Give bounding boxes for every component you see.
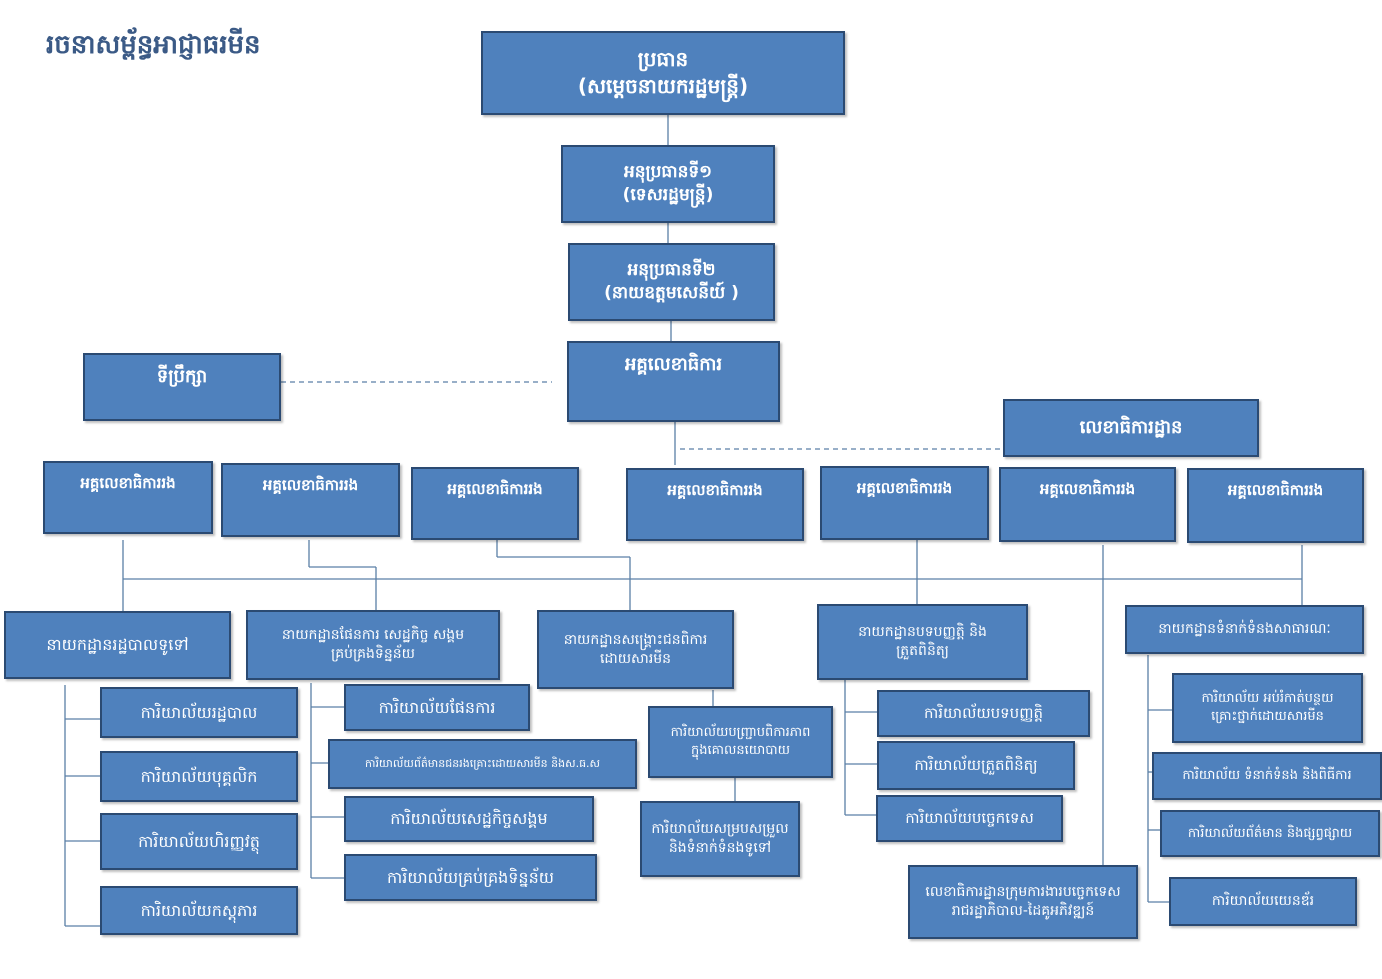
department-label-line1: នាយកដ្ឋានបទបញ្ញត្តិ និង bbox=[858, 624, 987, 641]
vice-president-1-box: អនុប្រធានទី១ (ទេសរដ្ឋមន្ត្រី) bbox=[561, 145, 775, 223]
vp2-name: (នាយឧត្តមសេនីយ៍ ) bbox=[604, 283, 739, 303]
deputy-secretary-box: អគ្គលេខាធិការរង bbox=[221, 463, 400, 537]
deputy-secretary-box: អគ្គលេខាធិការរង bbox=[411, 467, 579, 540]
office-label: ការិយាល័យបុគ្គលិក bbox=[140, 766, 258, 786]
permanent-secretariat-label: លេខាធិការដ្ឋាន bbox=[1079, 416, 1183, 438]
office-label: ការិយាល័យព័ត៌មាន និងផ្សព្វផ្សាយ bbox=[1187, 825, 1353, 841]
department-public-relations: នាយកដ្ឋានទំនាក់ទំនងសាធារណៈ bbox=[1125, 605, 1364, 654]
deputy-secretary-box: អគ្គលេខាធិការរង bbox=[626, 468, 804, 541]
advisor-label: ទីប្រឹក្សា bbox=[156, 366, 208, 387]
permanent-secretariat-box: លេខាធិការដ្ឋាន bbox=[1003, 399, 1259, 457]
office-personnel: ការិយាល័យបុគ្គលិក bbox=[100, 751, 298, 802]
office-logistics: ការិយាល័យកស្ដុភារ bbox=[100, 886, 298, 935]
deputy-secretary-label: អគ្គលេខាធិការរង bbox=[80, 474, 176, 492]
deputy-secretary-label: អគ្គលេខាធិការរង bbox=[667, 481, 763, 499]
office-regulation: ការិយាល័យបទបញ្ញត្តិ bbox=[877, 690, 1090, 737]
deputy-secretary-label: អគ្គលេខាធិការរង bbox=[1227, 481, 1324, 499]
office-label: ការិយាល័យបទបញ្ញត្តិ bbox=[923, 704, 1044, 723]
office-coordination: ការិយាល័យសម្របសម្រួល និងទំនាក់ទំនងទូទៅ bbox=[640, 801, 800, 877]
president-title: ប្រធាន bbox=[637, 47, 689, 71]
office-socio-economic: ការិយាល័យសេដ្ឋកិច្ចសង្គម bbox=[344, 796, 594, 842]
office-label: ការិយាល័យត្រួតពិនិត្យ bbox=[914, 756, 1038, 775]
office-victim-information: ការិយាល័យព័ត៌មានជនរងគ្រោះដោយសារមីន និងស.… bbox=[328, 739, 637, 789]
office-label: ការិយាល័យរដ្ឋបាល bbox=[140, 702, 258, 722]
office-label-line1: ការិយាល័យបញ្រ្ជាបពិការភាព bbox=[670, 725, 811, 741]
department-label-line2: គ្រប់គ្រងទិន្នន័យ bbox=[331, 646, 415, 662]
deputy-secretary-box: អគ្គលេខាធិការរង bbox=[820, 466, 989, 540]
vice-president-2-box: អនុប្រធានទី២ (នាយឧត្តមសេនីយ៍ ) bbox=[568, 243, 775, 321]
department-label-line1: នាយកដ្ឋានផែនការ សេដ្ឋកិច្ច សង្គម bbox=[281, 627, 465, 644]
vp1-name: (ទេសរដ្ឋមន្ត្រី) bbox=[622, 185, 714, 205]
president-name: (សម្តេចនាយករដ្ឋមន្ត្រី) bbox=[577, 74, 749, 98]
advisor-box: ទីប្រឹក្សា bbox=[83, 353, 281, 421]
office-label: ការិយាល័យសេដ្ឋកិច្ចសង្គម bbox=[390, 809, 548, 829]
office-label: ការិយាល័យបច្ចេកទេស bbox=[905, 809, 1034, 828]
office-disability-mainstreaming: ការិយាល័យបញ្រ្ជាបពិការភាព ក្នុងគោលនយោបាយ bbox=[648, 706, 833, 778]
vp2-title: អនុប្រធានទី២ bbox=[627, 260, 716, 281]
office-administration: ការិយាល័យរដ្ឋបាល bbox=[100, 687, 298, 738]
deputy-secretary-label: អគ្គលេខាធិការរង bbox=[1039, 480, 1136, 498]
vp1-title: អនុប្រធានទី១ bbox=[623, 162, 713, 183]
office-mine-risk-education: ការិយាល័យ អប់រំកាត់បន្ថយ គ្រោះថ្នាក់ដោយស… bbox=[1172, 673, 1363, 743]
technical-working-group-secretariat: លេខាធិការដ្ឋានក្រុមការងារបច្ចេកទេស រាជរដ… bbox=[908, 865, 1138, 939]
department-victim-assistance: នាយកដ្ឋានសង្គ្រោះជនពិការ ដោយសារមីន bbox=[537, 610, 734, 689]
office-label-line2: គ្រោះថ្នាក់ដោយសារមីន bbox=[1211, 709, 1324, 724]
department-label-line1: នាយកដ្ឋានសង្គ្រោះជនពិការ bbox=[563, 631, 708, 648]
office-data-management: ការិយាល័យគ្រប់គ្រងទិន្នន័យ bbox=[344, 854, 597, 901]
office-label: ការិយាល័យគ្រប់គ្រងទិន្នន័យ bbox=[387, 867, 554, 887]
office-information-dissemination: ការិយាល័យព័ត៌មាន និងផ្សព្វផ្សាយ bbox=[1160, 810, 1380, 857]
office-label-line1: ការិយាល័យ អប់រំកាត់បន្ថយ bbox=[1201, 691, 1334, 707]
department-label-line2: ត្រួតពិនិត្យ bbox=[896, 643, 949, 659]
department-general-administration: នាយកដ្ឋានរដ្ឋបាលទូទៅ bbox=[4, 611, 231, 679]
office-label: ការិយាល័យយេនឌ័រ bbox=[1211, 893, 1315, 910]
department-label-line2: ដោយសារមីន bbox=[599, 650, 672, 667]
office-finance: ការិយាល័យហិរញ្ញវត្ថុ bbox=[100, 813, 298, 870]
office-technical: ការិយាល័យបច្ចេកទេស bbox=[876, 795, 1063, 842]
department-regulation-monitoring: នាយកដ្ឋានបទបញ្ញត្តិ និង ត្រួតពិនិត្យ bbox=[817, 604, 1028, 680]
department-label: នាយកដ្ឋានទំនាក់ទំនងសាធារណៈ bbox=[1158, 621, 1331, 638]
office-label: ការិយាល័យ ទំនាក់ទំនង និងពិធីការ bbox=[1182, 768, 1352, 784]
deputy-secretary-box: អគ្គលេខាធិការរង bbox=[1187, 468, 1364, 543]
office-planning: ការិយាល័យផែនការ bbox=[344, 684, 530, 731]
office-label: ការិយាល័យផែនការ bbox=[378, 697, 496, 717]
office-relations-protocol: ការិយាល័យ ទំនាក់ទំនង និងពិធីការ bbox=[1152, 752, 1382, 800]
secretary-general-label: អគ្គលេខាធិការ bbox=[624, 354, 723, 375]
office-label-line2: និងទំនាក់ទំនងទូទៅ bbox=[668, 840, 772, 856]
office-gender: ការិយាល័យយេនឌ័រ bbox=[1169, 877, 1357, 926]
department-label: នាយកដ្ឋានរដ្ឋបាលទូទៅ bbox=[46, 635, 189, 655]
department-planning: នាយកដ្ឋានផែនការ សេដ្ឋកិច្ច សង្គម គ្រប់គ្… bbox=[246, 610, 500, 680]
office-label-line1: ការិយាល័យសម្របសម្រួល bbox=[651, 821, 789, 838]
office-label: ការិយាល័យព័ត៌មានជនរងគ្រោះដោយសារមីន និងស.… bbox=[364, 756, 601, 770]
chart-title: រចនាសម្ព័ន្ធអាជ្ញាធរមីន bbox=[46, 30, 261, 60]
deputy-secretary-box: អគ្គលេខាធិការរង bbox=[999, 467, 1176, 542]
deputy-secretary-label: អគ្គលេខាធិការរង bbox=[447, 480, 543, 498]
secretariat-label-line1: លេខាធិការដ្ឋានក្រុមការងារបច្ចេកទេស bbox=[925, 884, 1121, 901]
secretariat-label-line2: រាជរដ្ឋាភិបាល-ដៃគូអភិវឌ្ឍន៍ bbox=[951, 903, 1095, 919]
office-label: ការិយាល័យហិរញ្ញវត្ថុ bbox=[138, 831, 260, 851]
president-box: ប្រធាន (សម្តេចនាយករដ្ឋមន្ត្រី) bbox=[481, 31, 845, 115]
secretary-general-box: អគ្គលេខាធិការ bbox=[567, 341, 780, 422]
office-label-line2: ក្នុងគោលនយោបាយ bbox=[690, 743, 791, 758]
deputy-secretary-label: អគ្គលេខាធិការរង bbox=[856, 479, 953, 497]
office-monitoring: ការិយាល័យត្រួតពិនិត្យ bbox=[877, 741, 1075, 790]
office-label: ការិយាល័យកស្ដុភារ bbox=[140, 900, 258, 920]
deputy-secretary-label: អគ្គលេខាធិការរង bbox=[262, 476, 359, 494]
deputy-secretary-box: អគ្គលេខាធិការរង bbox=[43, 461, 213, 534]
